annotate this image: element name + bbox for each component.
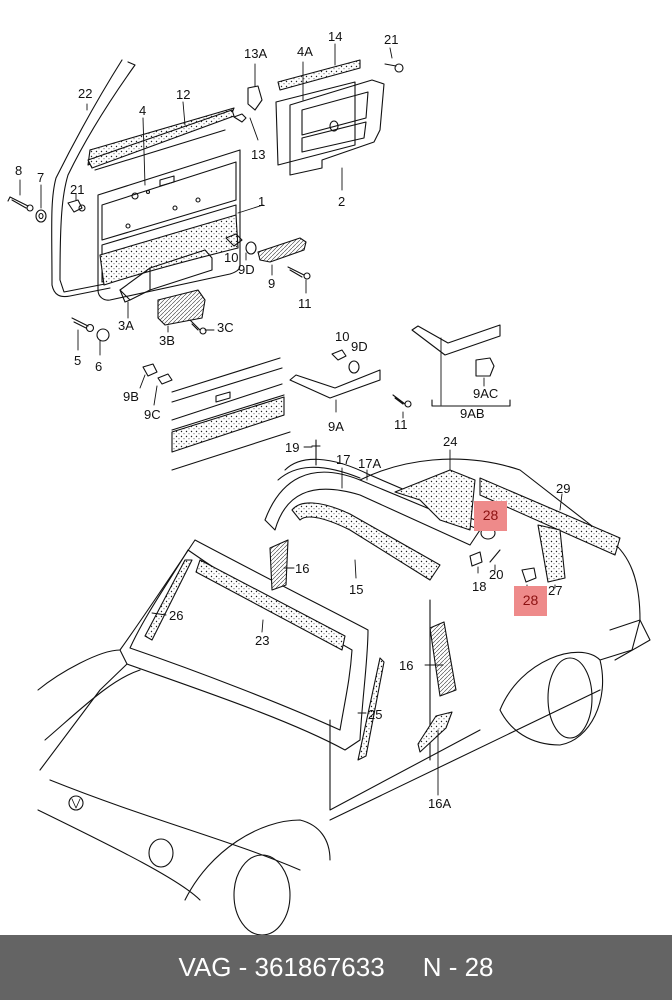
callout-28-highlighted-upper[interactable]: 28 xyxy=(474,501,507,531)
door-pocket-cover-part-3B xyxy=(157,289,206,326)
washer-part-7 xyxy=(35,209,47,223)
cap-part-9AC xyxy=(475,357,495,377)
callout-18: 18 xyxy=(472,579,487,594)
clip-part-9B xyxy=(142,363,158,377)
callout-10-lower: 10 xyxy=(335,329,350,344)
callout-8: 8 xyxy=(15,163,23,178)
cap-part-9D xyxy=(245,241,257,255)
door-pocket-part-3A xyxy=(119,249,213,303)
callout-13: 13 xyxy=(251,147,266,162)
door-body-section xyxy=(171,357,291,471)
callout-7: 7 xyxy=(37,170,45,185)
callout-25: 25 xyxy=(368,707,383,722)
clip-part-9C xyxy=(157,373,173,385)
callout-14: 14 xyxy=(328,29,343,44)
part-number-label: VAG - 361867633 xyxy=(178,952,385,982)
callout-24: 24 xyxy=(443,434,458,449)
callout-22: 22 xyxy=(78,86,93,101)
grip-part-9A xyxy=(289,369,381,399)
callout-16A: 16A xyxy=(428,796,452,811)
clip-part-21 xyxy=(67,199,86,213)
callout-4: 4 xyxy=(139,103,147,118)
callout-17A: 17A xyxy=(358,456,382,471)
screw-part-5 xyxy=(71,317,95,333)
callout-12: 12 xyxy=(176,87,191,102)
callout-10: 10 xyxy=(224,250,239,265)
door-seal-part-22 xyxy=(51,59,136,298)
parts-drawing xyxy=(7,43,651,935)
callout-19: 19 xyxy=(285,440,300,455)
screw-part-8 xyxy=(7,196,34,212)
callout-9B: 9B xyxy=(123,389,139,404)
clip-part-13 xyxy=(233,113,247,123)
clip-part-13A xyxy=(247,85,263,111)
callout-23: 23 xyxy=(255,633,270,648)
callout-29: 29 xyxy=(556,481,571,496)
callout-9: 9 xyxy=(268,276,276,291)
window-strip-part-12 xyxy=(87,109,235,169)
position-label: N - 28 xyxy=(422,952,494,982)
cap-part-6 xyxy=(96,328,110,342)
callout-28-highlighted-lower[interactable]: 28 xyxy=(514,586,547,616)
callout-3A: 3A xyxy=(118,318,134,333)
callout-15: 15 xyxy=(349,582,364,597)
clip-part-10-lower xyxy=(331,349,347,361)
screw-part-3C xyxy=(189,319,207,335)
part-info-footer: VAG - 361867633 N - 28 xyxy=(0,935,672,1000)
callout-9D: 9D xyxy=(238,262,255,277)
callout-1: 1 xyxy=(258,194,266,209)
callout-17: 17 xyxy=(336,452,351,467)
callout-9A: 9A xyxy=(328,419,344,434)
callout-3B: 3B xyxy=(159,333,175,348)
callout-16-upper: 16 xyxy=(295,561,310,576)
callout-4A: 4A xyxy=(297,44,313,59)
callout-26: 26 xyxy=(169,608,184,623)
screw-part-11-lower xyxy=(392,394,412,408)
parts-diagram: 22 4 12 13A 4A 14 21 8 7 21 13 1 2 10 9D… xyxy=(7,29,651,935)
callout-27: 27 xyxy=(548,583,563,598)
car-body xyxy=(37,439,651,935)
leader-lines xyxy=(19,43,563,796)
callout-21-top: 21 xyxy=(384,32,399,47)
clip-part-10 xyxy=(225,233,243,247)
callout-11-lower: 11 xyxy=(394,417,408,432)
callout-9AC: 9AC xyxy=(473,386,499,401)
callout-9D-lower: 9D xyxy=(351,339,368,354)
callout-16-lower: 16 xyxy=(399,658,414,673)
cap-part-9D-lower xyxy=(348,360,360,374)
callout-20: 20 xyxy=(489,567,504,582)
callout-2: 2 xyxy=(338,194,346,209)
callout-6: 6 xyxy=(95,359,103,374)
bracket-9AB xyxy=(431,399,511,407)
grip-part-9AB xyxy=(411,324,501,356)
callout-21-left: 21 xyxy=(70,182,85,197)
callout-13A: 13A xyxy=(244,46,268,61)
callout-11: 11 xyxy=(298,296,312,311)
callout-5: 5 xyxy=(74,353,82,368)
callout-9C: 9C xyxy=(144,407,161,422)
screw-part-11 xyxy=(287,266,311,280)
callout-9AB: 9AB xyxy=(460,406,485,421)
callout-3C: 3C xyxy=(217,320,234,335)
rear-panel-part-4A xyxy=(275,59,404,176)
grip-part-9 xyxy=(257,237,307,263)
